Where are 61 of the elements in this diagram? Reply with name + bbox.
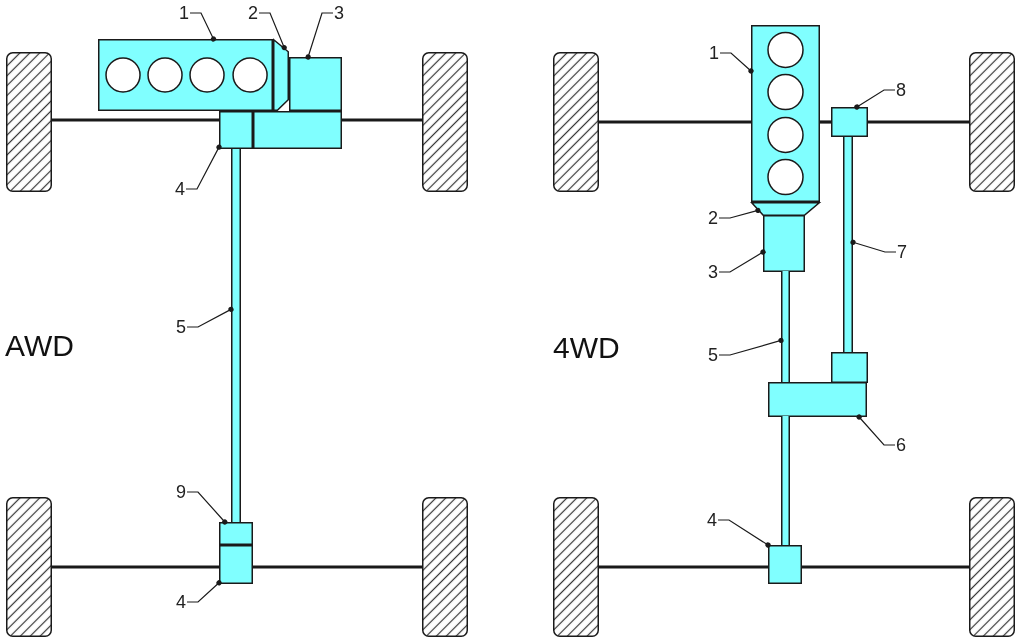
leader-line [186,491,228,525]
callout-number: 2 [708,209,718,227]
wheel [422,52,468,192]
callout-number: 2 [248,4,258,22]
callout-number: 4 [175,180,185,198]
propeller-shaft [231,149,241,522]
differential [219,545,253,584]
wheel [6,497,52,637]
leader-line [856,414,896,446]
callout-number: 8 [896,81,906,99]
wheel [969,52,1015,192]
callout-number: 4 [176,593,186,611]
wheel [6,52,52,192]
leader-line [717,519,771,548]
axle-line [820,120,831,124]
callout-number: 1 [709,44,719,62]
leader-line [850,239,897,253]
leader-line [718,207,761,219]
leader-line [186,580,222,603]
leader-line [258,12,287,51]
propeller-shaft [781,416,790,546]
coupling [219,522,253,545]
wheel [969,497,1015,637]
callout-number: 6 [896,436,906,454]
axle-line [599,120,751,124]
callout-number: 3 [708,263,718,281]
differential [831,107,868,137]
leader-line [185,144,222,190]
axle-line [868,120,969,124]
transfer-housing [831,352,868,383]
leader-line [305,12,334,60]
transaxle-housing [253,111,342,149]
axle-line [253,565,422,569]
axle-line [52,565,219,569]
callout-number: 5 [176,318,186,336]
transfer-case [768,382,867,417]
callout-number: 4 [707,511,717,529]
drive-type-label: AWD [5,331,74,361]
differential [219,111,253,149]
drive-type-label: 4WD [553,333,620,363]
differential [768,545,802,584]
callout-number: 7 [897,243,907,261]
callout-number: 9 [176,483,186,501]
callout-number: 1 [179,4,189,22]
propeller-shaft [843,137,853,352]
leader-line [719,52,754,74]
leader-line [718,249,766,273]
propeller-shaft [781,271,790,383]
wheel [422,497,468,637]
axle-line [802,565,969,569]
wheel [553,52,599,192]
leader-line [718,337,784,356]
leader-line [189,12,217,42]
axle-line [599,565,768,569]
axle-line [342,118,422,122]
leader-line [854,89,896,110]
callout-number: 3 [334,4,344,22]
axle-line [52,118,219,122]
wheel [553,497,599,637]
leader-line [186,306,234,328]
callout-number: 5 [708,346,718,364]
